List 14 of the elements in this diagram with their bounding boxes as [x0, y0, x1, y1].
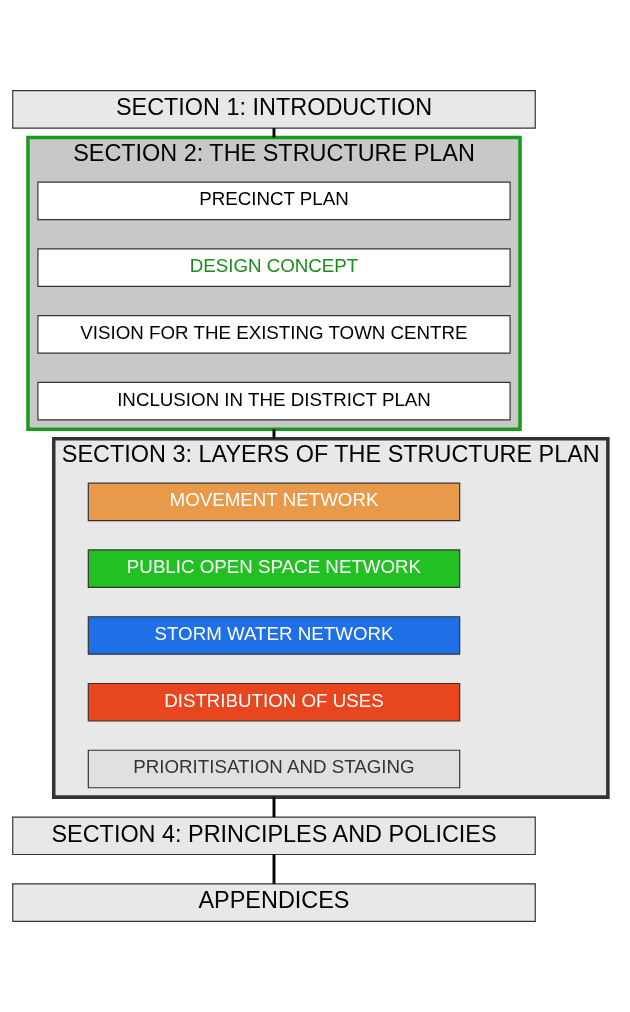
node-box: INCLUSION IN THE DISTRICT PLAN — [37, 381, 511, 421]
node-box: STORM WATER NETWORK — [87, 616, 461, 655]
node-box: VISION FOR THE EXISTING TOWN CENTRE — [37, 315, 511, 354]
connector — [272, 797, 276, 818]
node-box: PRIORITISATION AND STAGING — [87, 749, 461, 789]
node-box: DISTRIBUTION OF USES — [87, 682, 461, 722]
node-box: APPENDICES — [12, 883, 536, 922]
connector — [272, 854, 276, 884]
node-box: PUBLIC OPEN SPACE NETWORK — [87, 549, 461, 588]
node-box: DESIGN CONCEPT — [37, 248, 511, 287]
node-box: SECTION 1: INTRODUCTION — [12, 90, 536, 129]
node-box: PRECINCT PLAN — [37, 181, 511, 221]
node-box: SECTION 4: PRINCIPLES AND POLICIES — [12, 816, 536, 856]
node-box: MOVEMENT NETWORK — [87, 482, 461, 522]
